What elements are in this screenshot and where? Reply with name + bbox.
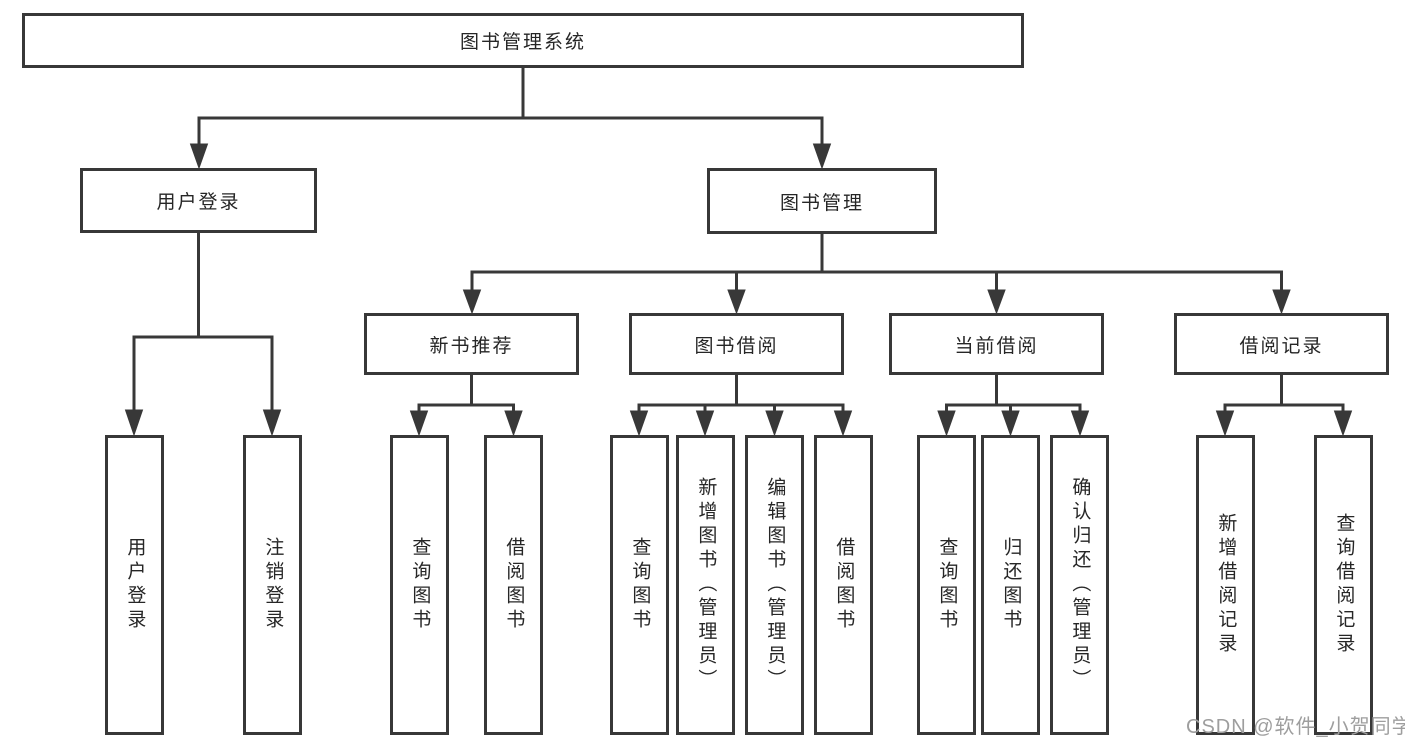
leaf-recommend-borrow-books: 借阅图书	[484, 435, 543, 735]
csdn-watermark: CSDN @软件_小贺同学	[1186, 716, 1405, 738]
node-new-book-recommend: 新书推荐	[364, 313, 579, 375]
leaf-records-add-record-label: 新增借阅记录	[1215, 513, 1237, 657]
leaf-user-login: 用户登录	[105, 435, 164, 735]
node-book-manage: 图书管理	[707, 168, 937, 234]
leaf-borrow-add-books-admin-label: 新增图书（管理员）	[695, 477, 717, 693]
node-root: 图书管理系统	[22, 13, 1024, 68]
leaf-records-query-record: 查询借阅记录	[1314, 435, 1373, 735]
node-current-borrow: 当前借阅	[889, 313, 1104, 375]
leaf-borrow-query-books-label: 查询图书	[629, 537, 651, 633]
node-book-borrow: 图书借阅	[629, 313, 844, 375]
leaf-borrow-query-books: 查询图书	[610, 435, 669, 735]
leaf-logout-login-label: 注销登录	[262, 537, 284, 633]
leaf-borrow-borrow-books: 借阅图书	[814, 435, 873, 735]
leaf-recommend-borrow-books-label: 借阅图书	[503, 537, 525, 633]
leaf-borrow-borrow-books-label: 借阅图书	[833, 537, 855, 633]
node-user-login: 用户登录	[80, 168, 317, 233]
connector-records	[1215, 375, 1353, 437]
leaf-user-login-label: 用户登录	[124, 537, 146, 633]
leaf-borrow-edit-books-admin: 编辑图书（管理员）	[745, 435, 804, 735]
leaf-records-add-record: 新增借阅记录	[1196, 435, 1255, 735]
leaf-logout-login: 注销登录	[243, 435, 302, 735]
connector-manage	[462, 234, 1291, 315]
leaf-current-query-books-label: 查询图书	[936, 537, 958, 633]
leaf-current-return-books: 归还图书	[981, 435, 1040, 735]
leaf-records-query-record-label: 查询借阅记录	[1333, 513, 1355, 657]
connector-login	[124, 233, 282, 437]
leaf-current-confirm-return-admin: 确认归还（管理员）	[1050, 435, 1109, 735]
connector-borrow	[629, 375, 853, 437]
leaf-borrow-edit-books-admin-label: 编辑图书（管理员）	[764, 477, 786, 693]
connector-root	[189, 68, 832, 170]
leaf-recommend-query-books-label: 查询图书	[409, 537, 431, 633]
leaf-current-confirm-return-admin-label: 确认归还（管理员）	[1069, 477, 1091, 693]
leaf-borrow-add-books-admin: 新增图书（管理员）	[676, 435, 735, 735]
leaf-current-return-books-label: 归还图书	[1000, 537, 1022, 633]
leaf-recommend-query-books: 查询图书	[390, 435, 449, 735]
leaf-current-query-books: 查询图书	[917, 435, 976, 735]
connector-current	[937, 375, 1090, 437]
node-borrow-records: 借阅记录	[1174, 313, 1389, 375]
connector-recommend	[409, 375, 523, 437]
